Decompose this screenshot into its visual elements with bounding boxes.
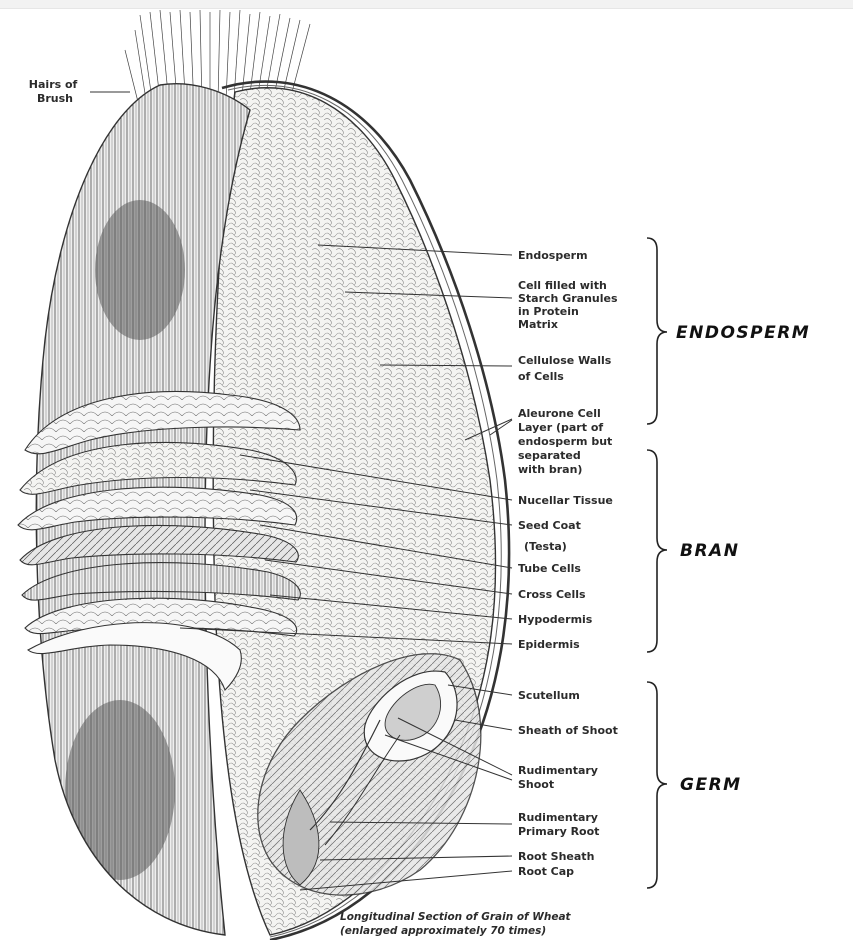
- section-germ: GERM: [680, 775, 742, 795]
- label-hypodermis: Hypodermis: [518, 613, 593, 626]
- caption: Longitudinal Section of Grain of Wheat (…: [340, 911, 574, 937]
- label-root-sheath: Root Sheath: [518, 850, 594, 863]
- label-sheath-of-shoot: Sheath of Shoot: [518, 724, 618, 737]
- label-root-cap: Root Cap: [518, 865, 574, 878]
- section-bran: BRAN: [680, 541, 739, 561]
- germ-brace: [647, 682, 667, 888]
- label-nucellar-tissue: Nucellar Tissue: [518, 494, 613, 507]
- label-cell-filled: Cell filled with Starch Granules in Prot…: [518, 279, 621, 331]
- label-tube-cells: Tube Cells: [518, 562, 581, 575]
- label-hairs-of-brush: Hairs of Brush: [29, 78, 81, 105]
- endosperm-brace: [647, 238, 667, 424]
- label-rudimentary-primary-root: Rudimentary Primary Root: [518, 811, 602, 838]
- label-cellulose-walls: Cellulose Walls of Cells: [518, 354, 615, 383]
- label-endosperm: Endosperm: [518, 249, 588, 262]
- section-endosperm: ENDOSPERM: [676, 323, 810, 343]
- label-scutellum: Scutellum: [518, 689, 580, 702]
- label-seed-coat: Seed Coat (Testa): [518, 519, 585, 553]
- label-rudimentary-shoot: Rudimentary Shoot: [518, 764, 602, 791]
- label-epidermis: Epidermis: [518, 638, 580, 651]
- bran-brace: [647, 450, 667, 652]
- label-aleurone: Aleurone Cell Layer (part of endosperm b…: [518, 407, 616, 476]
- label-cross-cells: Cross Cells: [518, 588, 586, 601]
